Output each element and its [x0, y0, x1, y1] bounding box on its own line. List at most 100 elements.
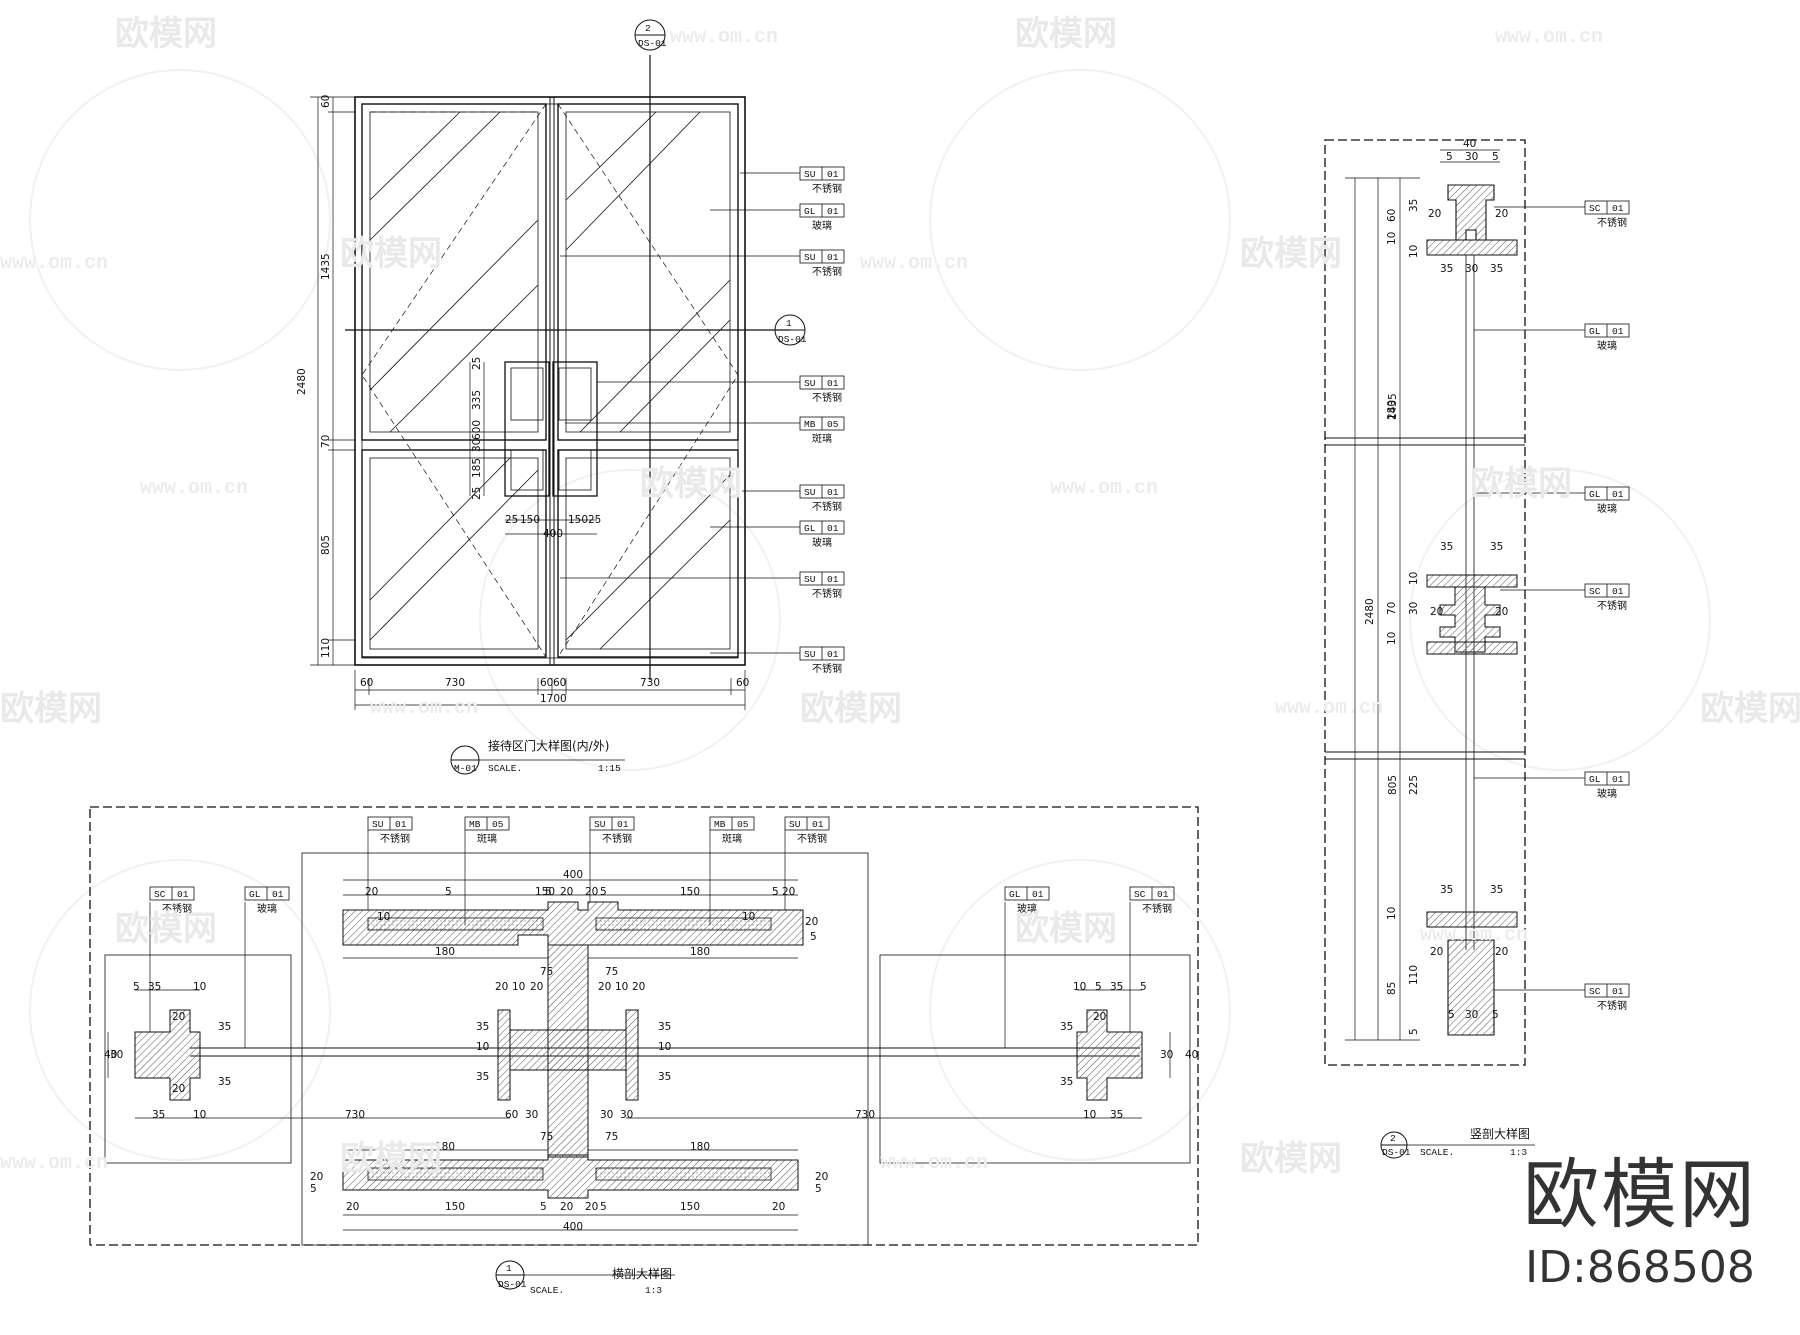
scale-value: 1:3 [1510, 1147, 1527, 1158]
callout-material: 斑璃 [812, 432, 832, 445]
callout-material: 不锈钢 [162, 902, 192, 915]
door-elevation [310, 19, 806, 775]
section-marker-ref: DS-01 [1382, 1147, 1411, 1158]
hsection-handle-dimension: 180 [690, 946, 710, 958]
vsection-dimension: 1435 [1387, 393, 1399, 420]
elevation-bottom-dimension: 60 [540, 677, 553, 689]
hsection-handle-dimension: 10 [742, 911, 755, 923]
callout-number: 05 [827, 419, 839, 430]
callout-code: SC [1589, 203, 1601, 214]
handle-horizontal-dimension: 150 [568, 514, 588, 526]
vsection-detail-dimension: 20 [1430, 606, 1443, 618]
vsection-inner-dimension: 70 [1386, 602, 1398, 615]
callout-material: 不锈钢 [812, 182, 842, 195]
callout-number: 05 [737, 819, 749, 830]
vsection-detail-dimension: 35 [1490, 263, 1503, 275]
hsection-handle-dimension: 20 [310, 1171, 323, 1183]
callout-code: SU [594, 819, 606, 830]
brand-block: 欧模网 ID:868508 [1510, 1150, 1770, 1296]
hsection-handle-dimension: 150 [680, 1201, 700, 1213]
hsection-handle-dimension: 20 [560, 886, 573, 898]
callout-material: 不锈钢 [812, 500, 842, 513]
hsection-handle-dimension: 5 [600, 886, 607, 898]
hsection-mullion-dimension: 30 [525, 1109, 538, 1121]
vsection-detail-dimension: 35 [1440, 263, 1453, 275]
elevation-total-height: 2480 [296, 368, 308, 395]
callout-number: 01 [1612, 489, 1624, 500]
watermark-text-layer: 欧模网欧模网欧模网欧模网欧模网欧模网欧模网欧模网欧模网欧模网欧模网欧模网欧模网w… [0, 14, 1800, 1179]
callout-code: MB [804, 419, 816, 430]
hsection-handle-dimension: 20 [805, 916, 818, 928]
callout-code: SC [1134, 889, 1146, 900]
vsection-dimension: 805 [1387, 775, 1399, 795]
vsection-detail-dimension: 35 [1490, 884, 1503, 896]
callout-number: 01 [395, 819, 407, 830]
callout-number: 01 [272, 889, 284, 900]
handle-total-dimension: 400 [543, 528, 563, 540]
callout-number: 01 [827, 378, 839, 389]
vsection-callout: SC 01 不锈钢 [1584, 200, 1630, 229]
hsection-mullion-dimension: 10 [512, 981, 525, 993]
handle-horizontal-dimension: 150 [520, 514, 540, 526]
callout-code: GL [1009, 889, 1021, 900]
handle-vertical-dimension: 185 [471, 458, 483, 478]
callout-number: 01 [177, 889, 189, 900]
callout-code: SC [1589, 586, 1601, 597]
hsection-handle-dimension: 5 [545, 886, 552, 898]
callout-number: 01 [827, 523, 839, 534]
hsection-left-dimension: 5 [133, 981, 140, 993]
section-marker-ref: DS-01 [778, 334, 807, 345]
vertical-section [1324, 139, 1585, 1159]
vsection-detail-dimension: 35 [1440, 541, 1453, 553]
scale-label: SCALE. [530, 1285, 564, 1296]
hsection-handle-dimension: 5 [540, 1201, 547, 1213]
callout-material: 玻璃 [1597, 787, 1617, 800]
callout-code: SU [372, 819, 384, 830]
hsection-handle-dimension: 5 [815, 1183, 822, 1195]
watermark-url: www.om.cn [0, 252, 108, 275]
vsection-detail-dimension: 30 [1465, 1009, 1478, 1021]
hsection-handle-dimension: 20 [346, 1201, 359, 1213]
hsection-left-dimension: 35 [218, 1021, 231, 1033]
vsection-inner-dimension: 10 [1408, 572, 1420, 585]
vsection-detail-dimension: 35 [1490, 541, 1503, 553]
watermark-logo: 欧模网 [1240, 234, 1342, 274]
callout-material: 不锈钢 [812, 391, 842, 404]
watermark-logo: 欧模网 [115, 14, 217, 54]
hsection-right-dimension: 10 [1083, 1109, 1096, 1121]
hsection-handle-dimension: 20 [782, 886, 795, 898]
brand-id-text: ID:868508 [1525, 1242, 1755, 1293]
watermark-url: www.om.cn [1495, 26, 1603, 49]
callout-material: 不锈钢 [797, 832, 827, 845]
callout-number: 01 [812, 819, 824, 830]
vsection-total-dimension: 2480 [1364, 598, 1376, 625]
hsection-handle-dimension: 5 [772, 886, 779, 898]
callout-code: GL [1589, 326, 1601, 337]
hsection-handle-dimension: 10 [377, 911, 390, 923]
callout-material: 玻璃 [257, 902, 277, 915]
watermark-logo: 欧模网 [1240, 1139, 1342, 1179]
hsection-left-dimension: 35 [218, 1076, 231, 1088]
watermark-logo: 欧模网 [1015, 909, 1117, 949]
callout-code: SU [789, 819, 801, 830]
section-marker-ref: DS-01 [638, 38, 667, 49]
handle-vertical-dimension: 335 [471, 390, 483, 410]
callout-material: 不锈钢 [602, 832, 632, 845]
vsection-top-dimension: 5 [1446, 151, 1453, 163]
callout-number: 01 [1612, 774, 1624, 785]
hsection-left-dimension: 10 [193, 1109, 206, 1121]
hsection-mullion-dimension: 10 [476, 1041, 489, 1053]
callout-number: 01 [1612, 203, 1624, 214]
callout-material: 不锈钢 [1597, 216, 1627, 229]
callout-code: SU [804, 169, 816, 180]
vsection-detail-dimension: 20 [1495, 946, 1508, 958]
